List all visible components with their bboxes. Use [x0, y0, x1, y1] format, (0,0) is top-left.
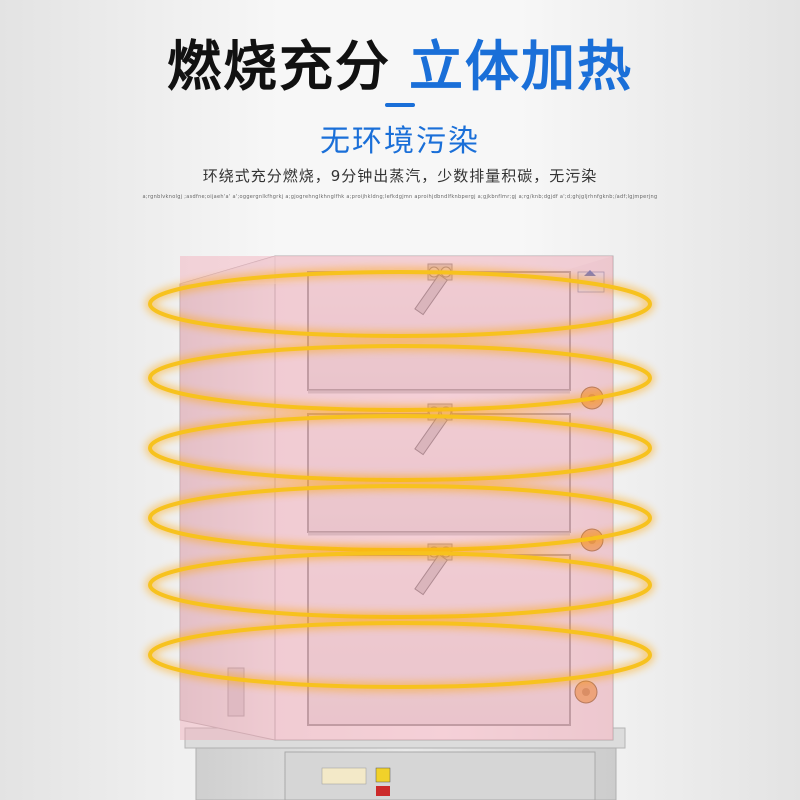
heat-ring-icon: [145, 548, 655, 622]
drawer-3[interactable]: [307, 554, 571, 726]
control-knob-icon[interactable]: [574, 680, 598, 704]
heat-ring-icon: [145, 411, 655, 485]
subtitle: 无环境污染: [320, 124, 480, 159]
headline-dark: 燃烧充分: [167, 35, 391, 98]
headline: 燃烧充分立体加热: [0, 22, 800, 101]
divider-bar: [385, 103, 415, 107]
heat-ring-icon: [145, 267, 655, 341]
heat-ring-icon: [145, 618, 655, 692]
gibberish-text: a;rgnblvknolgj ;asdfne;oijaeh'a' a';ogge…: [142, 194, 658, 200]
description: 环绕式充分燃烧，9分钟出蒸汽，少数排量积碳，无污染: [202, 167, 598, 185]
warning-label-icon: [321, 767, 391, 796]
heat-ring-icon: [145, 341, 655, 415]
headline-blue: 立体加热: [409, 35, 633, 98]
